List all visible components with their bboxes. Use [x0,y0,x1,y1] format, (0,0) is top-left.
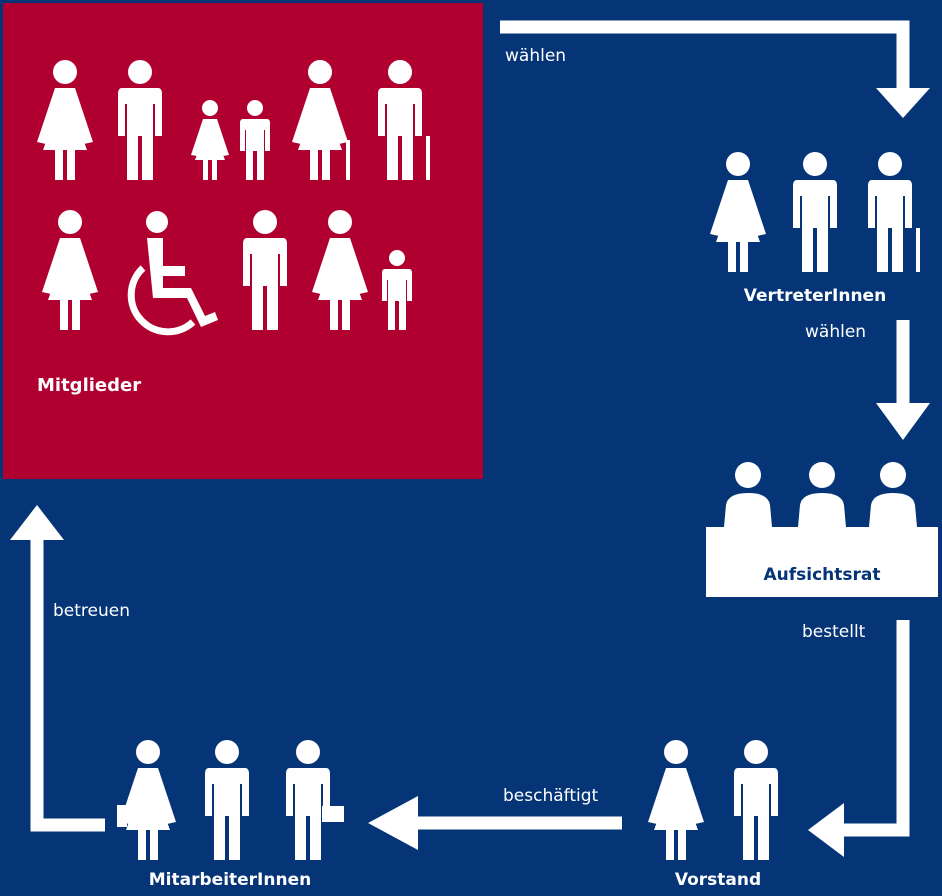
members-label: Mitglieder [37,375,142,396]
edge-label-board-to-executive: bestellt [802,622,866,642]
elderly-man-icon [378,60,430,180]
members-people [37,60,430,332]
person-seated-icon [798,462,846,527]
arrowhead-left [808,803,844,857]
wheelchair-user-icon [131,211,218,332]
man-icon [118,60,162,180]
woman-with-child-icon [312,210,368,330]
person-seated-icon [869,462,917,527]
representatives-label: VertreterInnen [743,286,887,306]
woman-with-bag-icon [120,740,176,860]
man-icon [793,152,837,272]
girl-icon [191,100,229,180]
supervisory-board-people [724,462,917,527]
arrowhead-up [10,505,64,540]
edge-label-executive-to-employees: beschäftigt [503,786,599,806]
supervisory-board-table: Aufsichtsrat [706,527,938,597]
edge-label-employees-to-members: betreuen [53,601,130,621]
arrowhead-down [876,88,930,118]
employees-label: MitarbeiterInnen [148,870,312,890]
employees-people [117,740,344,860]
edge-label-members-to-representatives: wählen [505,46,567,66]
man-icon [205,740,249,860]
man-icon [243,210,287,330]
boy-icon [240,100,270,180]
arrowhead-down [876,403,930,440]
elderly-woman-icon [292,60,350,180]
arrowheads [10,88,930,857]
toolbox-icon [322,806,344,822]
bag-icon [117,805,127,827]
worker-icon [286,740,330,860]
arrowhead-left [368,796,418,850]
woman-icon [37,60,93,180]
person-seated-icon [724,462,772,527]
executive-board-label: Vorstand [674,870,762,890]
woman-icon [710,152,766,272]
child-icon [382,250,412,330]
woman-icon [42,210,98,330]
edge-label-representatives-to-board: wählen [805,322,867,342]
arrow-employees-to-members [30,540,105,832]
arrow-board-to-executive [840,620,910,837]
arrows [30,20,910,837]
supervisory-board-label: Aufsichtsrat [763,565,881,585]
man-icon [734,740,778,860]
arrow-members-to-representatives [500,20,910,90]
woman-icon [648,740,704,860]
elderly-man-icon [868,152,920,272]
executive-board-people [648,740,778,860]
representatives-people [710,152,920,272]
